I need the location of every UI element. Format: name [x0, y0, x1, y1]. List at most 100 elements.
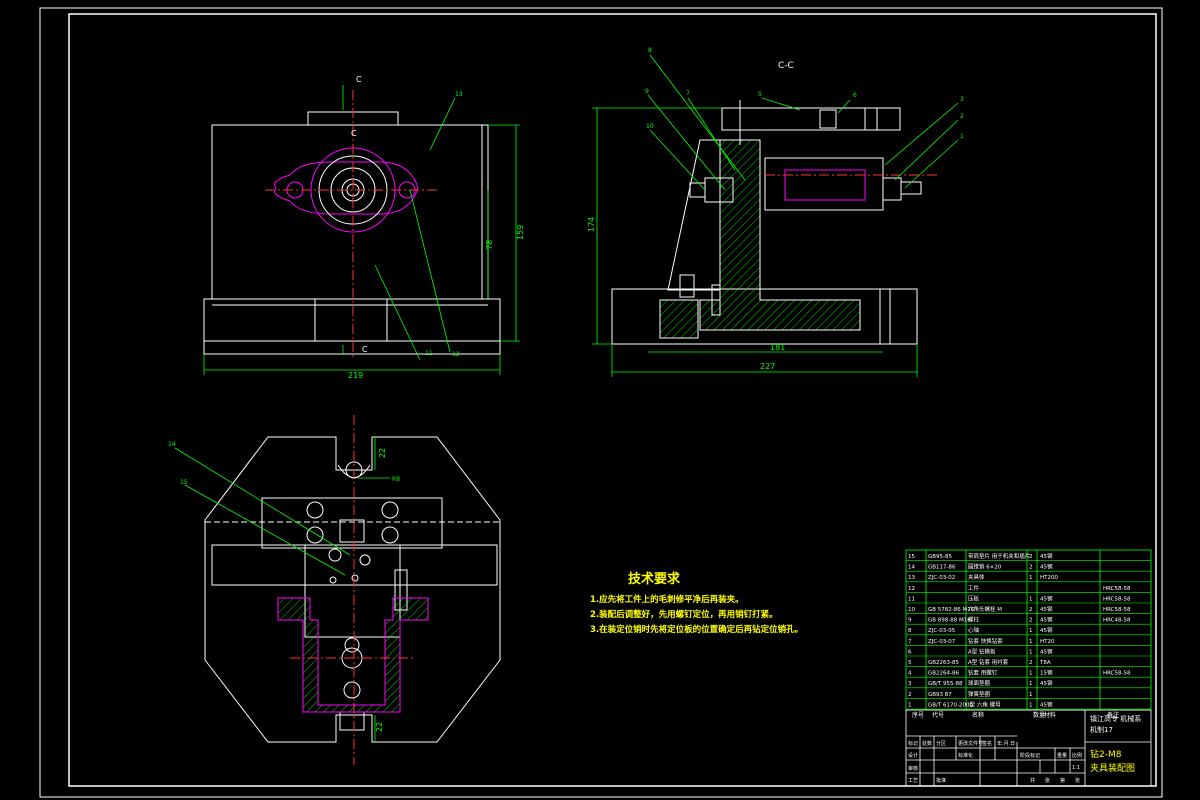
bom-cell-code: GB/T 6170-2000	[928, 702, 973, 708]
bom-cell-code: GB 898-88 M16	[928, 618, 971, 624]
frame-border	[68, 13, 1157, 787]
bom-cell-qty: 1	[1029, 681, 1033, 687]
bom-cell-no: 4	[908, 671, 912, 677]
plan-dim-bottom: 22	[375, 722, 384, 732]
section-balloon-2: 2	[960, 113, 964, 120]
bom-cell-name: I型 六角 螺母	[968, 700, 1001, 708]
front-balloon-12: 12	[452, 351, 460, 358]
bom-cell-no: 14	[908, 565, 915, 571]
bom-cell-qty: 1	[1029, 639, 1033, 645]
title-label: 更改文件号	[958, 740, 983, 747]
section-dim-base: 181	[770, 343, 785, 352]
section-balloon-5: 5	[758, 91, 762, 98]
title-label: 处数	[922, 740, 932, 747]
plan-view	[204, 436, 501, 743]
bom-cell-no: 9	[908, 618, 912, 624]
bom-cell-qty: 1	[1029, 671, 1033, 677]
bom-cell-code: GB2263-85	[928, 660, 960, 666]
bom-header-note: 备注	[1107, 711, 1119, 719]
bom-cell-name: 弹簧垫圈	[968, 690, 991, 698]
title-label: 比例	[1072, 752, 1082, 759]
front-view	[203, 111, 501, 355]
bom-cell-name: 钻套 快换钻套	[968, 637, 1003, 645]
title-label: 标准化	[958, 752, 973, 759]
title-block	[905, 709, 1152, 787]
bom-cell-name: 圆锥销 6×20	[968, 563, 1002, 571]
title-label: 第	[1060, 777, 1065, 784]
plan-dim-slot: 22	[378, 448, 387, 458]
title-labels: 标记处数分区更改文件号签名年.月.日设计标准化阶段标记重量比例审核工艺批准共张第…	[908, 740, 1082, 784]
bom-cell-no: 10	[908, 607, 915, 613]
title-label: 分区	[936, 740, 946, 747]
bom-cell-name: A型 钻套 用衬套	[968, 658, 1009, 666]
title-label: 签名	[982, 740, 992, 747]
bom-cell-code: GB95-85	[928, 554, 953, 560]
section-balloon-3: 3	[960, 96, 964, 103]
bom-cell-note: HRC58-58	[1103, 671, 1131, 677]
bom-cell-qty: 1	[1029, 692, 1033, 698]
section-dim-height: 174	[587, 217, 596, 232]
section-view-dims	[592, 54, 959, 377]
title-label: 张	[1075, 777, 1080, 784]
bom-cell-material: 45钢	[1040, 647, 1053, 655]
tech-requirement-2: 2.装配后调整好，先用螺钉定位，再用销钉打紧。	[590, 610, 778, 620]
bom-cell-no: 2	[908, 692, 912, 698]
bom-cell-name: 夹具体	[968, 573, 985, 581]
front-section-mark-top: C	[356, 75, 362, 84]
bom-cell-no: 1	[908, 702, 912, 708]
section-dim-width: 227	[760, 362, 775, 371]
bom-cell-code: GB117-86	[928, 565, 956, 571]
bom-cell-code: ZJC-03-05	[928, 628, 956, 634]
bom-cell-material: HT200	[1040, 575, 1058, 581]
bom-cell-qty: 2	[1029, 554, 1033, 560]
section-balloon-7: 7	[686, 90, 690, 97]
section-balloon-9: 9	[645, 88, 649, 95]
bom-cell-name: A型 钻模板	[968, 647, 996, 655]
bom-cell-code: GB93 87	[928, 692, 952, 698]
bom-cell-code: GB2264-86	[928, 671, 960, 677]
front-dim-inner: 78	[485, 240, 494, 250]
bom-cell-name: 心轴	[968, 626, 980, 634]
bom-cell-material: 45钢	[1040, 605, 1053, 613]
bom-cell-name: 六角头螺栓 M	[968, 605, 1002, 613]
bom-cell-no: 5	[908, 660, 912, 666]
bom-cell-qty: 1	[1029, 628, 1033, 634]
section-balloon-6: 6	[853, 92, 857, 99]
bom-cell-qty: 2	[1029, 565, 1033, 571]
bom-cell-no: 13	[908, 575, 915, 581]
bom-cell-qty: 1	[1029, 596, 1033, 602]
bom-header-qty: 数量	[1033, 711, 1045, 719]
bom-cell-material: 15钢	[1040, 669, 1053, 677]
bom-cell-name: 工件	[968, 584, 980, 592]
bom-cell-note: HRC58-58	[1103, 596, 1131, 602]
title-label: 阶段标记	[1020, 752, 1040, 759]
tech-requirements-title: 技术要求	[628, 572, 681, 587]
bom-cell-material: 45钢	[1040, 679, 1053, 687]
front-balloon-11: 11	[425, 350, 433, 357]
bom-cell-name: 螺柱	[968, 616, 980, 624]
bom-cell-name: 球面垫圈	[968, 679, 991, 687]
bom-cell-material: 45钢	[1040, 626, 1053, 634]
tech-requirement-3: 3.在装定位销时先将定位板的位置确定后再钻定位销孔。	[590, 625, 804, 635]
title-label: 共	[1030, 777, 1035, 784]
title-label: 批准	[936, 777, 946, 784]
front-section-mark-bottom: C	[362, 345, 368, 354]
front-dim-width: 219	[348, 371, 363, 380]
bom-cell-name: 带肩垫片 用于机夹和插片	[968, 552, 1030, 560]
bom-cell-material: 45钢	[1040, 700, 1053, 708]
bom-header-code: 代号	[932, 711, 944, 719]
bom-cell-no: 12	[908, 586, 915, 592]
section-title: C-C	[778, 61, 794, 71]
bom-cell-note: HRC58-58	[1103, 607, 1131, 613]
section-balloon-8: 8	[648, 47, 652, 54]
title-label: 工艺	[908, 778, 918, 784]
tech-requirement-1: 1.应先将工件上的毛刺修平净后再装夹。	[590, 595, 744, 605]
section-balloon-1: 1	[960, 133, 964, 140]
bom-cell-material: 45钢	[1040, 563, 1053, 571]
bom-cell-no: 11	[908, 596, 915, 602]
front-view-dims	[203, 85, 520, 375]
plan-dim-slot-r: R8	[392, 476, 400, 483]
bom-cell-code: GB 5782-86 M16	[928, 607, 975, 613]
